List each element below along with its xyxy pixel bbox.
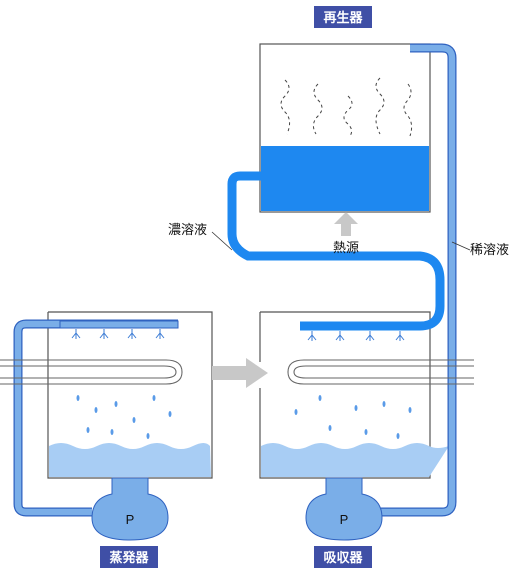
evaporator-spray-header <box>59 320 179 329</box>
concentrated-solution-leader <box>211 231 233 251</box>
regenerator-liquid <box>261 146 429 211</box>
regenerator-tag-text: 再生器 <box>323 10 363 26</box>
concentrated-solution-pipe <box>227 171 445 331</box>
pump-left: P <box>91 477 169 541</box>
absorber-droplets <box>294 395 412 439</box>
absorber-spray-nozzles <box>307 331 405 341</box>
heat-source-arrow <box>334 212 358 236</box>
pump-right: P <box>305 477 383 541</box>
dilute-solution-leader <box>451 241 471 251</box>
evaporator-tag-text: 蒸発器 <box>109 550 149 566</box>
concentrated-solution-label: 濃溶液 <box>168 223 207 238</box>
evaporator-droplets <box>76 395 172 439</box>
absorber-tag: 吸収器 <box>314 546 372 568</box>
evaporator-tag: 蒸発器 <box>100 546 158 568</box>
pump-right-label: P <box>340 512 349 527</box>
evaporator-spray-nozzles <box>71 329 165 339</box>
pump-left-label: P <box>126 512 135 527</box>
dilute-solution-label: 稀溶液 <box>470 243 509 258</box>
evaporator-unit <box>47 311 213 479</box>
heat-source-label: 熱源 <box>333 241 359 256</box>
absorber-liquid <box>261 443 449 477</box>
cooling-water-coil <box>287 359 474 385</box>
absorber-unit <box>259 311 449 479</box>
evaporator-liquid <box>49 443 211 477</box>
regenerator-tag: 再生器 <box>314 6 372 28</box>
chilled-water-coil <box>0 359 183 385</box>
vapor-wisps <box>280 77 413 137</box>
absorber-vessel <box>259 311 431 479</box>
vapor-flow-arrow <box>212 358 268 388</box>
absorber-tag-text: 吸収器 <box>323 551 363 566</box>
regenerator-unit <box>259 43 431 213</box>
